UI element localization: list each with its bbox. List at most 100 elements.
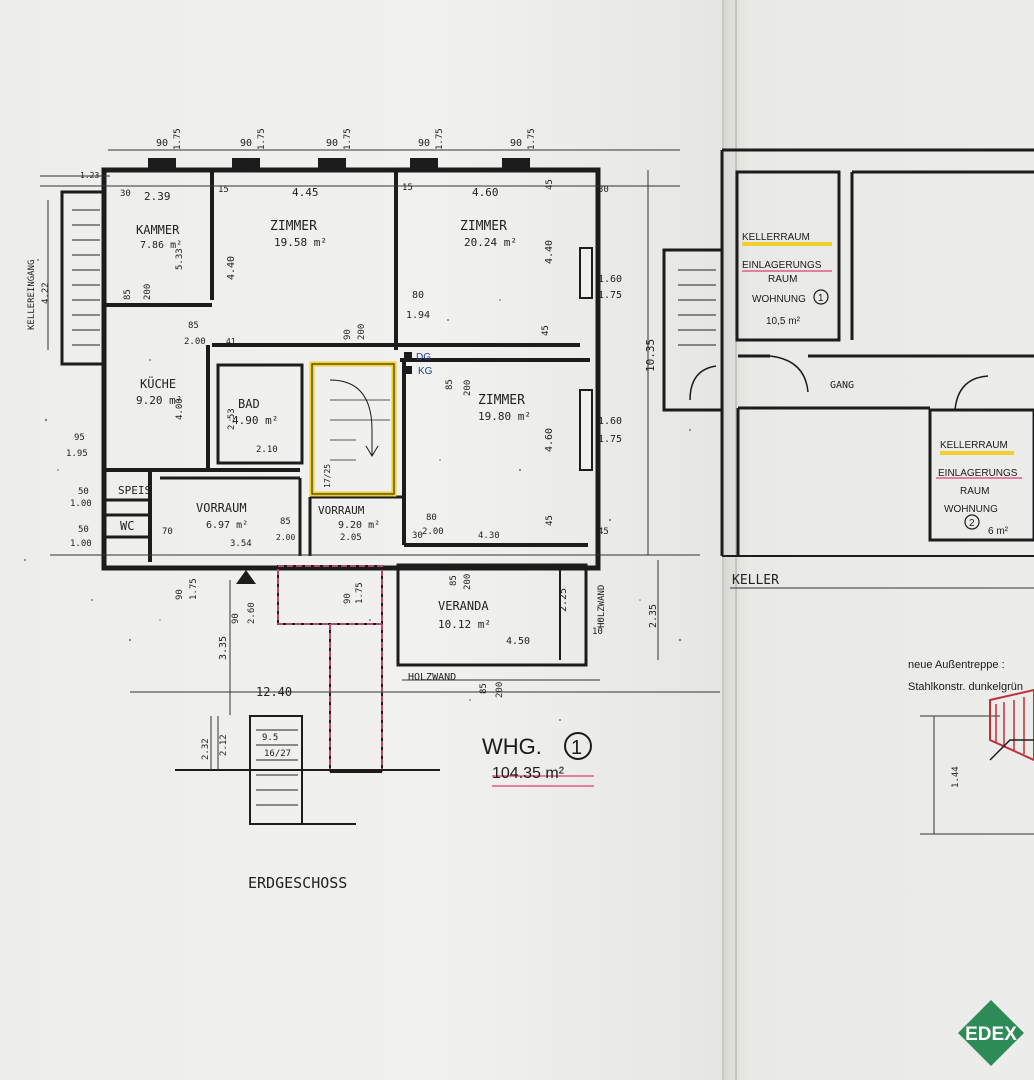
dim-1-00-wc: 1.00 <box>70 539 92 549</box>
dim-4-50: 4.50 <box>506 636 530 647</box>
dim-window-1-b: 1.75 <box>173 128 183 150</box>
dim-1-23: 1.23 <box>80 171 99 180</box>
dim-4-60-zimmer3: 4.60 <box>544 428 555 452</box>
dim-4-40-right: 4.40 <box>544 240 555 264</box>
dim-4-60: 4.60 <box>472 186 499 199</box>
note-new-stair-1: neue Außentreppe : <box>908 659 1005 671</box>
dim-2-00-kueche: 2.00 <box>184 337 206 347</box>
dim-200-zimmer3: 200 <box>463 380 473 396</box>
dim-4-00: 4.00 <box>175 398 185 420</box>
dim-10: 10 <box>592 627 603 637</box>
room-bad-name: BAD <box>238 397 260 411</box>
basement-walls <box>662 148 1034 835</box>
label-holzwand-bottom: HOLZWAND <box>408 672 456 683</box>
dim-90-entry: 90 <box>175 589 185 600</box>
ground-floor-walls <box>40 149 720 825</box>
dim-200-holzwand: 200 <box>495 682 505 698</box>
dim-200-stair: 200 <box>357 324 367 340</box>
keller-room-1-desc-1: EINLAGERUNGS <box>742 260 822 271</box>
dim-5-33: 5.33 <box>175 248 185 270</box>
edex-logo: EDEX <box>958 1000 1024 1066</box>
dim-2-00-bottom: 2.00 <box>422 527 444 537</box>
dim-30-right: 30 <box>598 185 609 195</box>
apartment-area: 104.35 m² <box>492 765 565 782</box>
dim-200-kammer: 200 <box>143 284 153 300</box>
dim-16-27: 16/27 <box>264 749 291 759</box>
dim-95: 95 <box>74 433 85 443</box>
dim-45-mid: 45 <box>541 325 551 336</box>
edex-logo-text: EDEX <box>965 1024 1017 1045</box>
marker-kg: KG <box>418 366 433 377</box>
dim-70: 70 <box>162 527 173 537</box>
dim-1-75-bottom: 1.75 <box>598 434 622 445</box>
label-kellereingang: KELLEREINGANG <box>27 260 37 330</box>
dim-45-zimmer3: 45 <box>545 515 555 526</box>
keller-room-1-owner: WOHNUNG <box>752 294 806 305</box>
room-zimmer-3-name: ZIMMER <box>478 393 525 408</box>
dim-1-94: 1.94 <box>406 310 430 321</box>
basement-title-keller: KELLER <box>732 573 779 588</box>
dim-15-right: 15 <box>402 183 413 193</box>
dim-85-kueche: 85 <box>188 321 199 331</box>
room-veranda-area: 10.12 m² <box>438 618 491 631</box>
apartment-label: WHG. <box>482 734 542 759</box>
dim-80-bottom: 80 <box>426 513 437 523</box>
dim-2-35: 2.35 <box>648 604 659 628</box>
keller-room-2-owner-number: 2 <box>969 518 975 529</box>
dim-window-2-a: 90 <box>240 138 252 149</box>
dim-window-4-b: 1.75 <box>435 128 445 150</box>
room-zimmer-1-name: ZIMMER <box>270 219 317 234</box>
dim-2-53: 2.53 <box>227 408 237 430</box>
dim-2-60: 2.60 <box>247 602 257 624</box>
room-kueche-area: 9.20 m² <box>136 394 182 407</box>
marker-dg: DG <box>416 352 431 363</box>
keller-room-1-label: KELLERRAUM <box>742 232 810 243</box>
keller-room-2-area: 6 m² <box>988 526 1009 537</box>
paper-fold <box>735 0 737 1080</box>
dim-30-bottom: 30 <box>412 531 423 541</box>
dim-2-32: 2.32 <box>201 738 211 760</box>
dim-window-3-b: 1.75 <box>343 128 353 150</box>
dim-window-5-b: 1.75 <box>527 128 537 150</box>
dim-1-75-top: 1.75 <box>598 290 622 301</box>
dim-90-door: 90 <box>231 613 241 624</box>
dim-45-bottom: 45 <box>598 527 609 537</box>
dim-window-1-a: 90 <box>156 138 168 149</box>
dim-80-zimmer: 80 <box>412 290 424 301</box>
basement-corridor: GANG <box>830 380 854 391</box>
room-vorraum-2-area: 9.20 m² <box>338 520 380 531</box>
apartment-number: 1 <box>571 737 582 759</box>
keller-room-2-label: KELLERRAUM <box>940 440 1008 451</box>
room-vorraum-1-area: 6.97 m² <box>206 520 248 531</box>
room-vorraum-2-name: VORRAUM <box>318 504 365 517</box>
dim-window-5-a: 90 <box>510 138 522 149</box>
keller-room-2-desc-2: RAUM <box>960 486 989 497</box>
room-zimmer-1-area: 19.58 m² <box>274 236 327 249</box>
dim-45-top: 45 <box>545 179 555 190</box>
dim-4-40-left: 4.40 <box>226 256 237 280</box>
dim-41: 41 <box>226 337 236 346</box>
dim-85-zimmer3: 85 <box>445 379 455 390</box>
room-kammer-area: 7.86 m² <box>140 240 182 251</box>
dim-1-44: 1.44 <box>951 766 961 788</box>
dim-50-wc: 50 <box>78 525 89 535</box>
keller-room-2-owner: WOHNUNG <box>944 504 998 515</box>
room-veranda-name: VERANDA <box>438 599 489 613</box>
dim-2-10: 2.10 <box>256 445 278 455</box>
dim-stair-steps: 17/25 <box>323 464 332 488</box>
dim-85-vorraum: 85 <box>280 517 291 527</box>
room-vorraum-1-name: VORRAUM <box>196 501 247 515</box>
room-wc-name: WC <box>120 519 134 533</box>
dim-window-2-b: 1.75 <box>257 128 267 150</box>
dim-30-left: 30 <box>120 189 131 199</box>
dim-2-00-vorraum: 2.00 <box>276 533 295 542</box>
room-zimmer-2-name: ZIMMER <box>460 219 507 234</box>
dim-10-35: 10.35 <box>644 339 657 372</box>
dim-3-35: 3.35 <box>218 636 229 660</box>
keller-room-1-desc-2: RAUM <box>768 274 797 285</box>
note-new-stair-2: Stahlkonstr. dunkelgrün <box>908 681 1023 693</box>
dim-12-40: 12.40 <box>256 685 292 699</box>
dim-200-veranda: 200 <box>463 574 473 590</box>
dim-3-54: 3.54 <box>230 539 252 549</box>
